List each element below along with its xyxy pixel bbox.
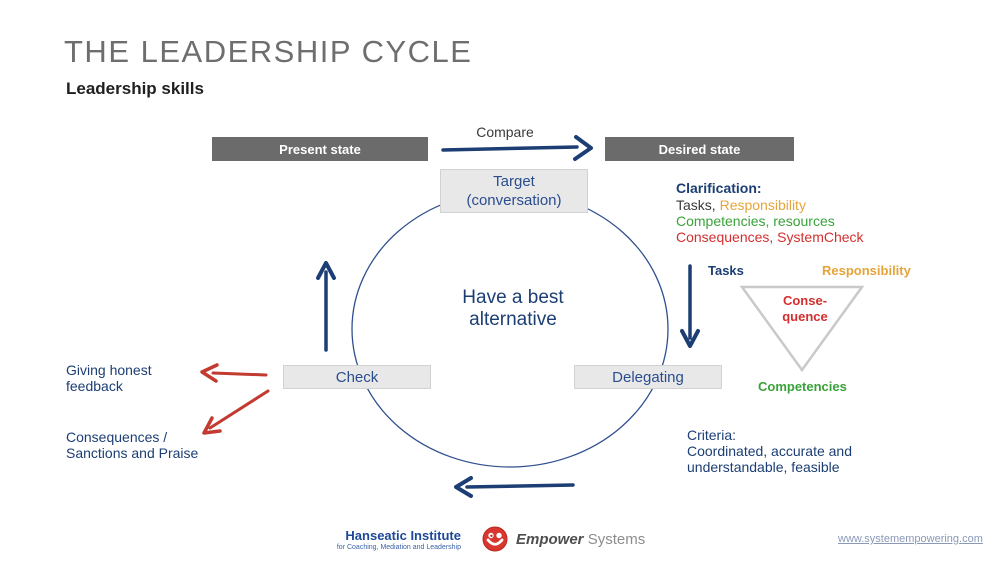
center-text: Have a best alternative (413, 287, 613, 331)
brand: Empower Systems (516, 531, 645, 548)
consequences-note: Consequences / Sanctions and Praise (66, 429, 198, 461)
clarification-competencies: Competencies, resources (676, 213, 835, 229)
compare-arrow-head (573, 135, 593, 161)
criteria-heading: Criteria: (687, 427, 737, 443)
consequence-triangle (739, 285, 865, 373)
clarification-block: Clarification: Tasks, Responsibility Com… (676, 180, 864, 245)
present-state-box: Present state (212, 137, 428, 161)
feedback-red-arrow (211, 371, 268, 377)
footer-org: Hanseatic Institute for Coaching, Mediat… (330, 528, 461, 551)
clarification-responsibility: Responsibility (719, 197, 806, 213)
up-arrow-head (316, 261, 336, 280)
clarification-tasks: Tasks, (676, 197, 716, 213)
consequences-note-line2: Sanctions and Praise (66, 445, 199, 461)
consequences-red-arrow-head (202, 416, 222, 435)
criteria-line1: Coordinated, accurate and (687, 443, 852, 459)
triangle-consequence-line2: quence (782, 309, 828, 324)
center-text-line2: alternative (469, 309, 557, 330)
org-tagline: for Coaching, Mediation and Leadership (336, 544, 461, 551)
clarification-heading: Clarification: (676, 180, 762, 196)
smiley-logo-icon (482, 526, 508, 552)
compare-label: Compare (476, 124, 534, 140)
feedback-note: Giving honest feedback (66, 362, 152, 394)
triangle-consequence-line1: Conse- (782, 293, 828, 308)
criteria-line2: understandable, feasible (687, 459, 840, 475)
compare-arrow (441, 145, 579, 152)
triangle-label-tasks: Tasks (708, 263, 744, 278)
clarification-consequences: Consequences, SystemCheck (676, 229, 864, 245)
page-subtitle: Leadership skills (66, 79, 204, 98)
brand-empower: Empower (516, 531, 584, 548)
clarification-line-tasks: Tasks, Responsibility (676, 197, 864, 213)
consequences-note-line1: Consequences / (66, 429, 168, 445)
criteria-block: Criteria: Coordinated, accurate and unde… (687, 427, 852, 475)
feedback-red-arrow-head (200, 363, 219, 383)
desired-state-box: Desired state (605, 137, 794, 161)
target-label-line1: Target (493, 173, 535, 190)
triangle-label-consequence: Conse- quence (766, 293, 844, 325)
bottom-arrow-head (454, 476, 473, 498)
org-name: Hanseatic Institute (345, 528, 461, 543)
brand-systems: Systems (587, 531, 646, 548)
website-link[interactable]: www.systemempowering.com (838, 533, 983, 545)
down-arrow-head (680, 329, 700, 348)
feedback-note-line2: feedback (66, 378, 123, 394)
triangle-label-competencies: Competencies (758, 379, 847, 394)
center-text-line1: Have a best (462, 287, 564, 308)
feedback-note-line1: Giving honest (66, 362, 152, 378)
delegating-box: Delegating (574, 365, 722, 389)
triangle-label-responsibility: Responsibility (822, 263, 911, 278)
target-label-line2: (conversation) (466, 192, 562, 209)
target-box: Target (conversation) (440, 169, 588, 213)
check-box: Check (283, 365, 431, 389)
page-title: THE LEADERSHIP CYCLE (64, 34, 473, 69)
consequences-red-arrow (208, 389, 270, 430)
bottom-arrow (465, 483, 575, 489)
